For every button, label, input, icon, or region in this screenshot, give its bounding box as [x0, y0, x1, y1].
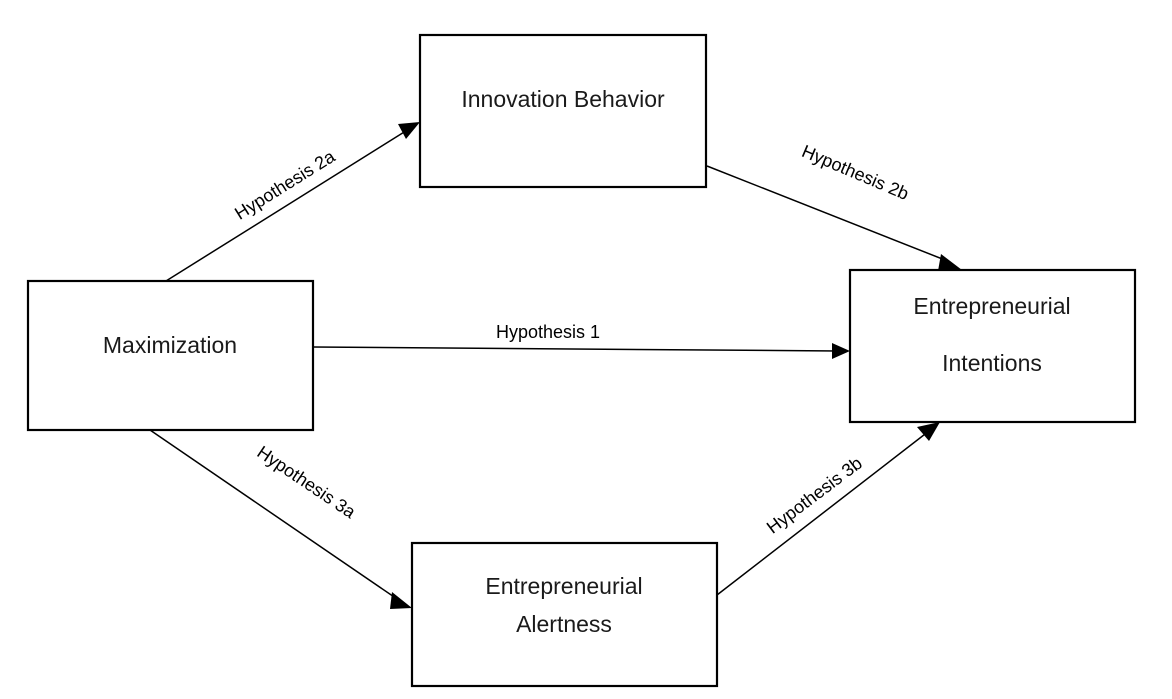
node-entrepreneurial-intentions[interactable]: Entrepreneurial Intentions [848, 268, 1137, 424]
edge-line-hypothesis-2a [165, 128, 410, 282]
node-box-innovation-behavior[interactable] [418, 33, 708, 189]
node-label-maximization: Maximization [103, 332, 237, 358]
arrow-head-hypothesis-3a [390, 592, 412, 609]
node-box-maximization[interactable] [26, 279, 315, 432]
node-label-entrepreneurial-alertness-line2: Alertness [516, 611, 612, 637]
edge-label-hypothesis-3b: Hypothesis 3b [763, 453, 866, 538]
arrow-head-hypothesis-2b [938, 254, 962, 271]
edge-line-hypothesis-3b [716, 430, 930, 596]
node-label-entrepreneurial-intentions-line2: Intentions [942, 350, 1042, 376]
node-box-entrepreneurial-intentions[interactable] [848, 268, 1137, 424]
edge-line-hypothesis-3a [149, 429, 401, 602]
node-label-innovation-behavior: Innovation Behavior [461, 86, 665, 112]
edge-hypothesis-3b: Hypothesis 3b [716, 422, 940, 596]
node-label-entrepreneurial-intentions-line1: Entrepreneurial [913, 293, 1070, 319]
edge-hypothesis-2b: Hypothesis 2b [706, 141, 962, 271]
arrow-head-hypothesis-2a [398, 122, 420, 139]
edge-label-hypothesis-2b: Hypothesis 2b [799, 141, 912, 204]
node-innovation-behavior[interactable]: Innovation Behavior [418, 33, 708, 189]
edge-hypothesis-2a: Hypothesis 2a [165, 122, 420, 282]
node-box-entrepreneurial-alertness[interactable] [410, 541, 719, 688]
node-entrepreneurial-alertness[interactable]: Entrepreneurial Alertness [410, 541, 719, 688]
edge-line-hypothesis-2b [706, 165, 951, 263]
arrow-head-hypothesis-3b [917, 422, 940, 441]
node-maximization[interactable]: Maximization [26, 279, 315, 432]
edge-line-hypothesis-1 [312, 346, 839, 352]
edge-label-hypothesis-2a: Hypothesis 2a [231, 146, 339, 224]
edge-label-hypothesis-1: Hypothesis 1 [496, 322, 600, 342]
node-label-entrepreneurial-alertness-line1: Entrepreneurial [485, 573, 642, 599]
edge-hypothesis-1: Hypothesis 1 [312, 322, 850, 359]
edge-label-hypothesis-3a: Hypothesis 3a [253, 442, 360, 523]
edge-hypothesis-3a: Hypothesis 3a [149, 429, 412, 609]
arrow-head-hypothesis-1 [832, 343, 850, 359]
